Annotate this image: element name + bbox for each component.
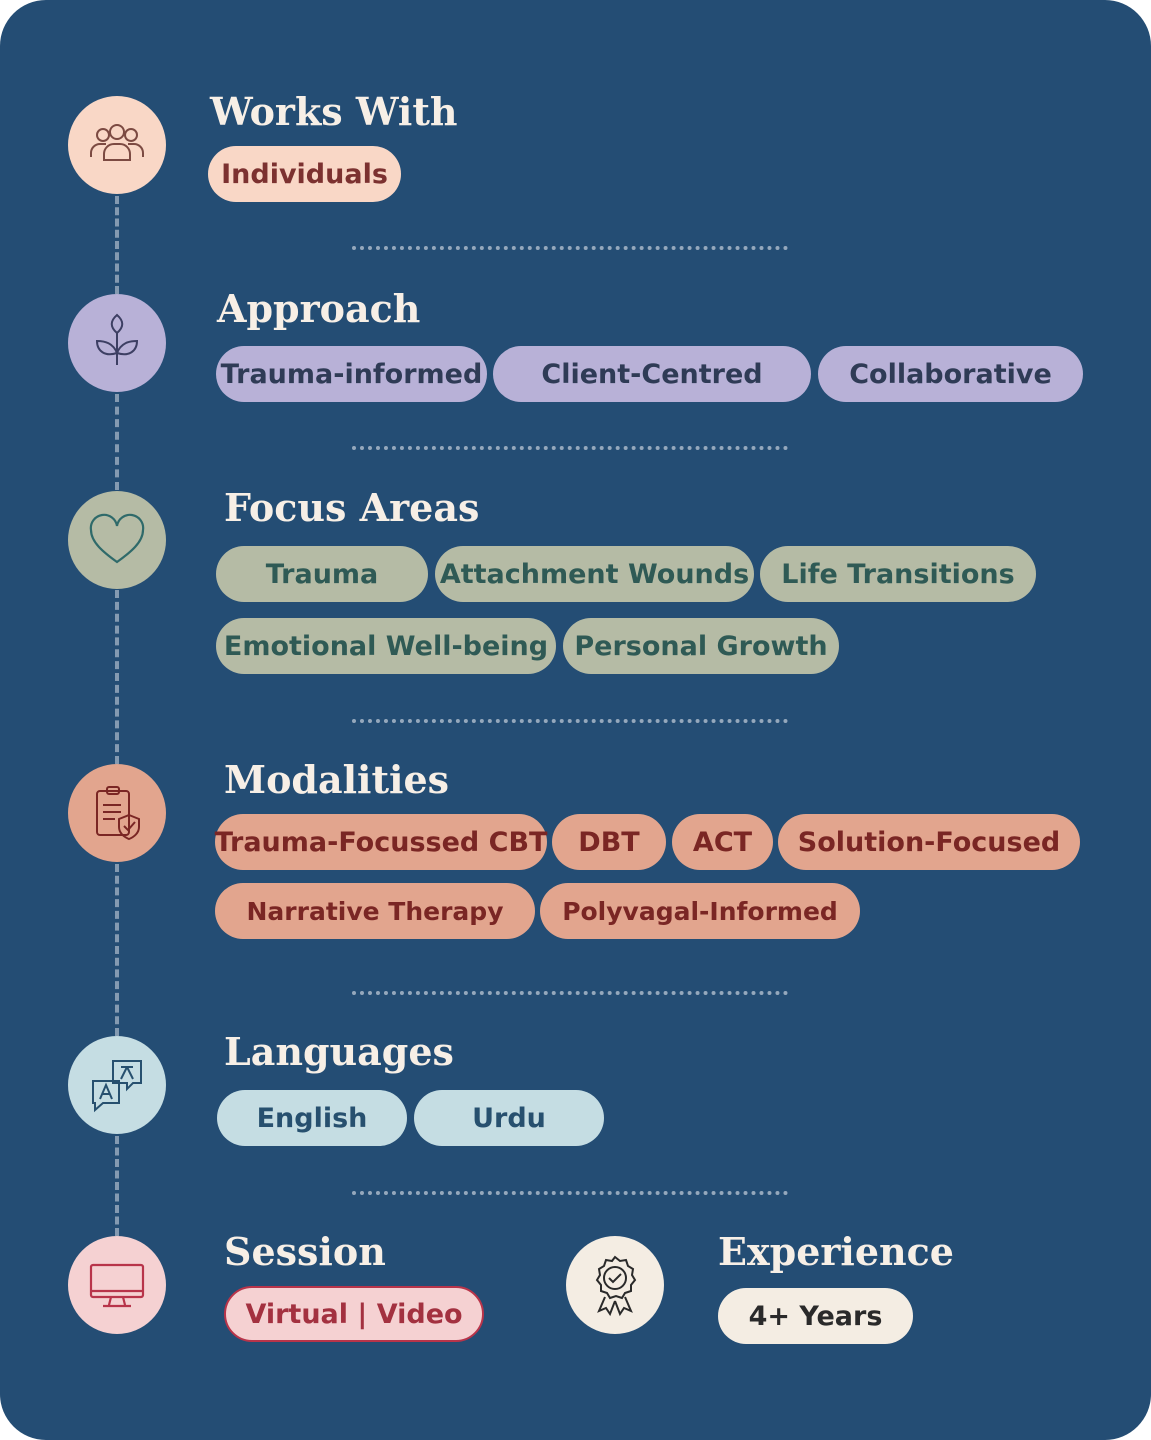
modality-tag: Narrative Therapy [215, 883, 535, 939]
heart-icon [89, 513, 145, 564]
timeline-connector [115, 1136, 119, 1236]
approach-icon-circle [68, 294, 166, 392]
focus-area-tag: Life Transitions [760, 546, 1036, 602]
award-ribbon-icon [595, 1255, 637, 1317]
experience-icon-circle [566, 1236, 664, 1334]
timeline-connector [115, 394, 119, 490]
works-with-icon-circle [68, 96, 166, 194]
leaf-icon [95, 313, 139, 365]
languages-heading: Languages [224, 1029, 454, 1074]
section-divider [352, 446, 788, 450]
modality-tag: Trauma-Focussed CBT [215, 814, 547, 870]
focus-area-tag: Attachment Wounds [435, 546, 754, 602]
modality-tag: ACT [672, 814, 773, 870]
focus-areas-heading: Focus Areas [224, 485, 480, 530]
approach-heading: Approach [217, 286, 421, 331]
timeline-connector [115, 864, 119, 1036]
monitor-icon [89, 1263, 145, 1308]
modality-tag: Polyvagal-Informed [540, 883, 860, 939]
modality-tag: DBT [552, 814, 666, 870]
focus-areas-icon-circle [68, 491, 166, 589]
approach-tag: Client-Centred [493, 346, 811, 402]
timeline-connector [115, 196, 119, 294]
people-icon [90, 124, 144, 161]
experience-tag: 4+ Years [718, 1288, 913, 1344]
language-tag: Urdu [414, 1090, 604, 1146]
section-divider [352, 246, 788, 250]
languages-icon-circle [68, 1036, 166, 1134]
modalities-icon-circle [68, 764, 166, 862]
focus-area-tag: Personal Growth [563, 618, 839, 674]
session-icon-circle [68, 1236, 166, 1334]
approach-tag: Trauma-informed [216, 346, 487, 402]
approach-tag: Collaborative [818, 346, 1083, 402]
modality-tag: Solution-Focused [778, 814, 1080, 870]
experience-heading: Experience [718, 1229, 954, 1274]
section-divider [352, 991, 788, 995]
session-heading: Session [224, 1229, 386, 1274]
focus-area-tag: Trauma [216, 546, 428, 602]
timeline-connector [115, 590, 119, 764]
works-with-tag: Individuals [208, 146, 401, 202]
focus-area-tag: Emotional Well-being [216, 618, 556, 674]
language-tag: English [217, 1090, 407, 1146]
section-divider [352, 1191, 788, 1195]
modalities-heading: Modalities [224, 757, 450, 802]
translate-icon [92, 1060, 142, 1113]
clipboard-shield-icon [96, 786, 140, 841]
section-divider [352, 719, 788, 723]
session-tag: Virtual | Video [224, 1286, 484, 1342]
works-with-heading: Works With [210, 89, 458, 134]
